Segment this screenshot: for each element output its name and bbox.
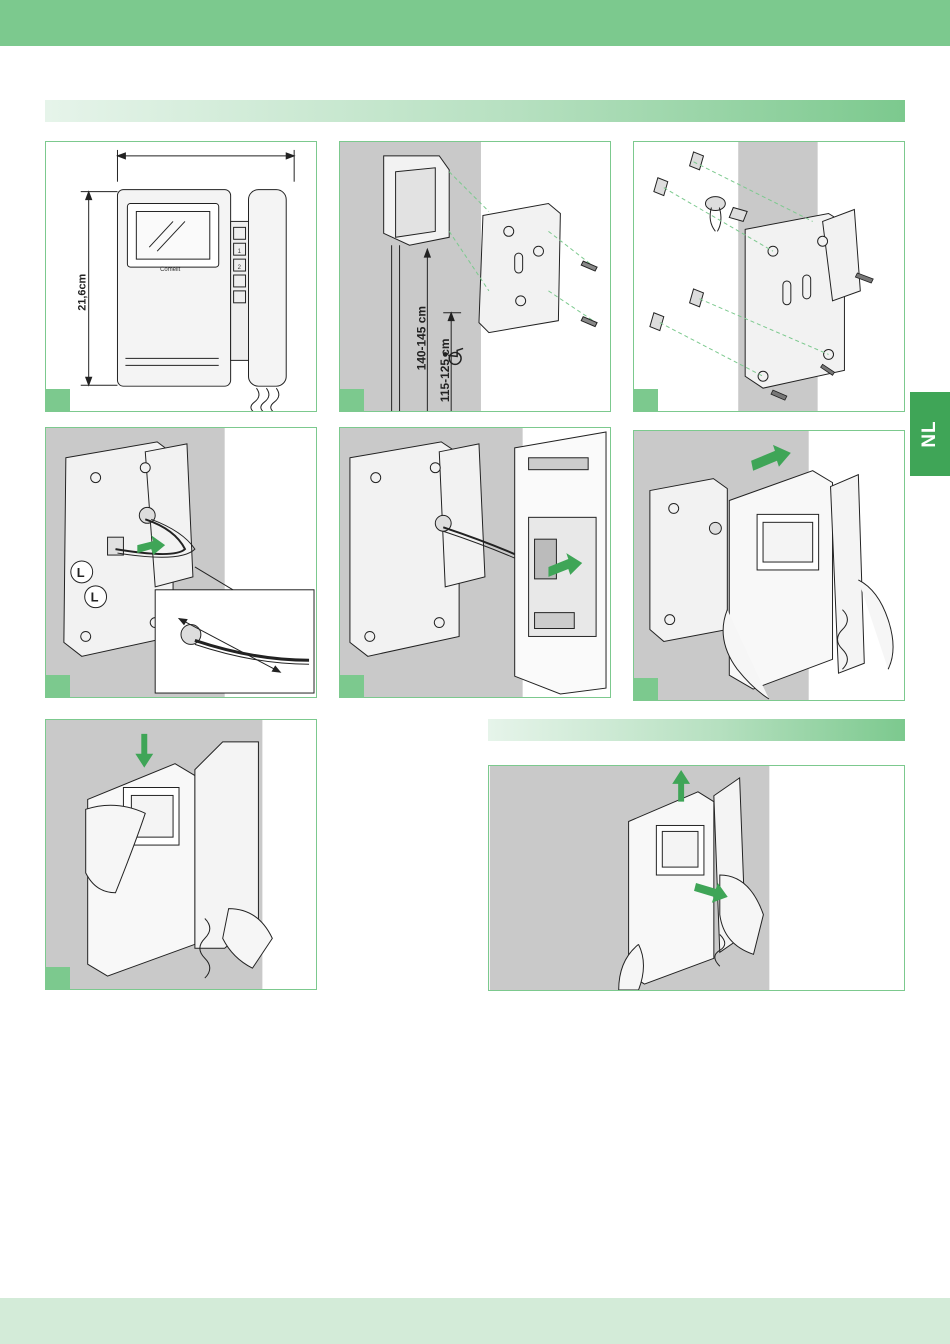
key-label-2: 2 <box>238 265 241 271</box>
panel-terminal-connection <box>339 427 611 698</box>
panel-dimensions: 21,6cm Comelit 1 2 <box>45 141 317 412</box>
step-marker <box>634 678 658 700</box>
panel-mounting-height: 140-145 cm 115-125 cm <box>339 141 611 412</box>
step-marker <box>340 675 364 697</box>
monitor-dimensions-illustration: 21,6cm Comelit 1 2 <box>46 142 316 411</box>
panel-wiring: L L <box>45 427 317 698</box>
wire-callout-l2: L <box>85 586 107 608</box>
wall-box-mounting-illustration: 140-145 cm 115-125 cm <box>340 142 610 411</box>
height-dimension-label: 21,6cm <box>77 273 89 310</box>
panel-press-lock <box>45 719 317 990</box>
language-tab: NL <box>910 392 950 476</box>
panel-wall-plate <box>633 141 905 412</box>
accessible-height-range: 115-125 cm <box>438 339 452 403</box>
language-tab-label: NL <box>919 420 941 447</box>
section-band-removal <box>488 719 905 741</box>
wiring-illustration: L L <box>46 428 316 697</box>
svg-text:L: L <box>91 590 99 605</box>
attach-monitor-illustration <box>634 431 904 700</box>
wire-callout-l1: L <box>71 561 93 583</box>
step-marker <box>46 675 70 697</box>
wall-plate-screws-illustration <box>634 142 904 411</box>
removal-illustration <box>489 766 904 990</box>
footer-bar <box>0 1298 950 1344</box>
press-lock-illustration <box>46 720 316 989</box>
step-marker <box>46 389 70 411</box>
brand-logo: Comelit <box>160 267 180 273</box>
terminal-connection-illustration <box>340 428 610 697</box>
panel-attach-monitor <box>633 430 905 701</box>
step-marker <box>634 389 658 411</box>
svg-text:L: L <box>77 565 85 580</box>
mounting-height-range: 140-145 cm <box>414 306 428 370</box>
section-band-installation <box>45 100 905 122</box>
header-bar <box>0 0 950 46</box>
panel-removal <box>488 765 905 991</box>
step-marker <box>340 389 364 411</box>
step-marker <box>46 967 70 989</box>
